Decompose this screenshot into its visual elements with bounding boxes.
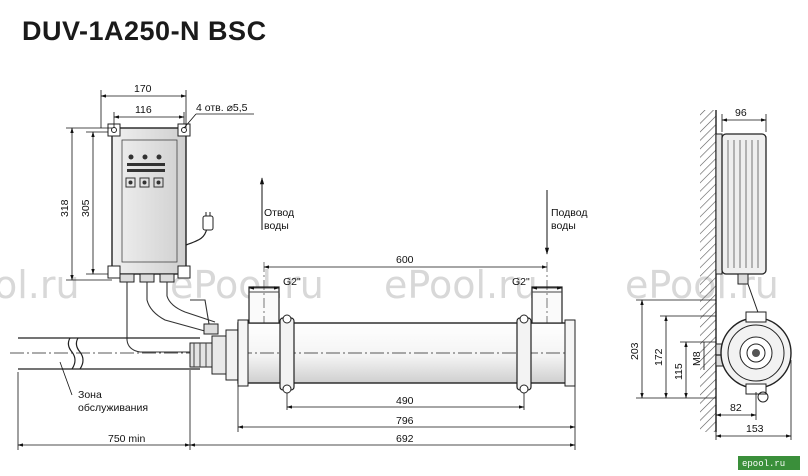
outlet-label-1: Отвод <box>264 207 294 219</box>
flow-arrows <box>259 177 550 255</box>
dim-side-172: 172 <box>653 348 665 366</box>
inlet-port <box>531 262 563 324</box>
dim-box-hole-spacing: 116 <box>135 104 152 116</box>
dim-side-82: 82 <box>730 402 742 414</box>
thread-left: G2" <box>283 276 301 288</box>
indicator-panel <box>125 154 165 188</box>
dim-side-153: 153 <box>746 423 764 435</box>
chamber-dimensions <box>17 265 576 450</box>
dim-total-length: 692 <box>396 433 414 445</box>
side-view-dimensions <box>636 114 792 440</box>
dim-chamber-length: 796 <box>396 415 414 427</box>
clamp-right <box>516 314 532 394</box>
cables <box>126 282 216 353</box>
watermark-left: ol.ru <box>0 263 80 307</box>
dim-side-203: 203 <box>629 342 641 360</box>
side-view <box>700 110 792 432</box>
dim-service-zone: 750 min <box>108 433 146 445</box>
inlet-label-2: воды <box>551 220 576 232</box>
note-mounting-holes: 4 отв. ⌀5,5 <box>196 102 248 114</box>
dim-box-hole-height: 305 <box>80 199 92 217</box>
thread-right: G2" <box>512 276 530 288</box>
dim-side-m8: M8 <box>691 351 703 366</box>
dim-box-height: 318 <box>59 199 71 217</box>
brand-badge: epool.ru <box>738 456 800 470</box>
service-zone-label-2: обслуживания <box>78 402 148 414</box>
watermark-center-b: ePool.ru <box>384 263 538 307</box>
box-dimensions <box>66 90 254 281</box>
inlet-pipe <box>10 337 246 370</box>
outlet-label-2: воды <box>264 220 289 232</box>
lamp-end-cap <box>189 323 239 381</box>
dim-box-width: 170 <box>134 83 152 95</box>
dim-side-depth: 96 <box>735 107 747 119</box>
service-zone-label-1: Зона <box>78 389 102 401</box>
dim-port-spacing: 600 <box>396 254 414 266</box>
drawing-title: DUV-1A250-N BSC <box>22 16 267 46</box>
control-box <box>107 123 191 283</box>
inlet-label-1: Подвод <box>551 207 587 219</box>
dim-side-115: 115 <box>673 363 685 380</box>
power-plug <box>185 212 214 246</box>
service-zone-leader <box>59 361 73 396</box>
clamp-left <box>279 314 295 394</box>
brand-label: epool.ru <box>742 459 785 469</box>
dim-clamp-spacing: 490 <box>396 395 414 407</box>
